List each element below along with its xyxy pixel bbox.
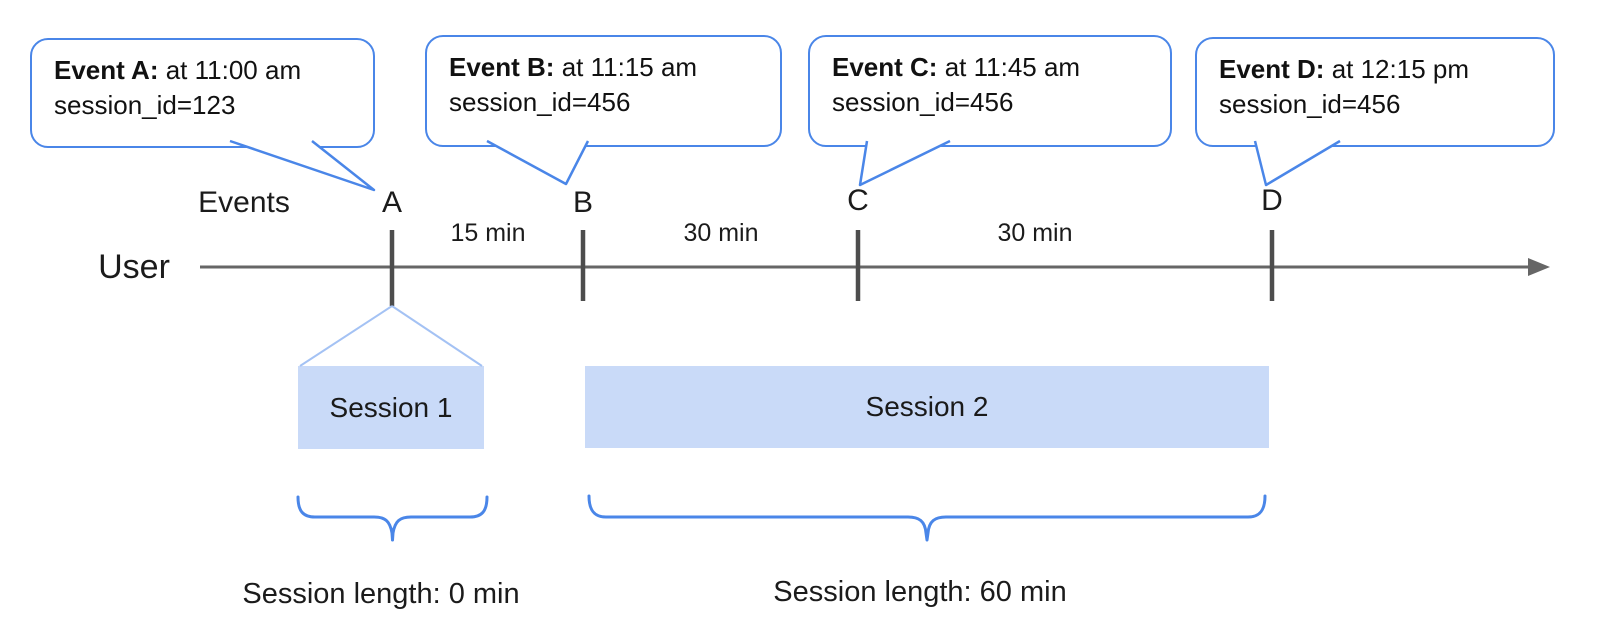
event-d-callout-time: at 12:15 pm bbox=[1324, 54, 1470, 84]
event-a-callout-tail bbox=[229, 139, 376, 192]
session-1-length-label: Session length: 0 min bbox=[242, 578, 520, 610]
event-a-callout: Event A: at 11:00 am session_id=123 bbox=[30, 38, 375, 148]
event-c-callout: Event C: at 11:45 am session_id=456 bbox=[808, 35, 1172, 147]
timeline-arrowhead-icon bbox=[1528, 258, 1550, 276]
event-a-callout-line1: Event A: at 11:00 am bbox=[54, 53, 351, 88]
event-a-callout-title: Event A: bbox=[54, 55, 159, 85]
session-2-brace bbox=[587, 494, 1267, 542]
event-d-callout-session-id: session_id=456 bbox=[1219, 89, 1401, 119]
event-b-callout-tail bbox=[486, 139, 590, 186]
event-b-callout-time: at 11:15 am bbox=[554, 52, 698, 82]
session-1-brace bbox=[296, 495, 489, 542]
event-a-label: A bbox=[381, 186, 403, 219]
interval-a-b-label: 15 min bbox=[450, 219, 526, 247]
event-d-callout-line1: Event D: at 12:15 pm bbox=[1219, 52, 1531, 87]
event-d-callout-title: Event D: bbox=[1219, 54, 1325, 84]
event-b-callout: Event B: at 11:15 am session_id=456 bbox=[425, 35, 782, 147]
event-d-callout: Event D: at 12:15 pm session_id=456 bbox=[1195, 37, 1555, 147]
event-b-callout-title: Event B: bbox=[449, 52, 555, 82]
interval-b-c-label: 30 min bbox=[683, 219, 759, 247]
event-c-callout-session-id: session_id=456 bbox=[832, 87, 1014, 117]
user-timeline-label: User bbox=[98, 248, 170, 286]
session-1-funnel-right-line bbox=[391, 305, 483, 367]
event-c-callout-tail bbox=[858, 139, 951, 187]
event-b-callout-session-id: session_id=456 bbox=[449, 87, 631, 117]
session-1-bar: Session 1 bbox=[298, 366, 484, 449]
event-b-label: B bbox=[572, 186, 594, 219]
session-2-label: Session 2 bbox=[865, 391, 989, 422]
event-a-callout-time: at 11:00 am bbox=[158, 55, 302, 85]
interval-c-d-label: 30 min bbox=[997, 219, 1073, 247]
event-c-callout-title: Event C: bbox=[832, 52, 938, 82]
session-2-bar: Session 2 bbox=[585, 366, 1269, 448]
event-d-label: D bbox=[1261, 184, 1283, 217]
event-a-callout-session-id: session_id=123 bbox=[54, 90, 236, 120]
events-axis-label: Events bbox=[198, 186, 290, 219]
session-2-length-label: Session length: 60 min bbox=[773, 576, 1067, 608]
event-d-callout-tail bbox=[1253, 139, 1341, 187]
event-c-label: C bbox=[847, 184, 869, 217]
event-b-callout-line1: Event B: at 11:15 am bbox=[449, 50, 758, 85]
session-1-funnel-left-line bbox=[299, 305, 393, 367]
event-c-callout-line1: Event C: at 11:45 am bbox=[832, 50, 1148, 85]
event-c-callout-time: at 11:45 am bbox=[937, 52, 1081, 82]
session-1-label: Session 1 bbox=[329, 391, 453, 423]
